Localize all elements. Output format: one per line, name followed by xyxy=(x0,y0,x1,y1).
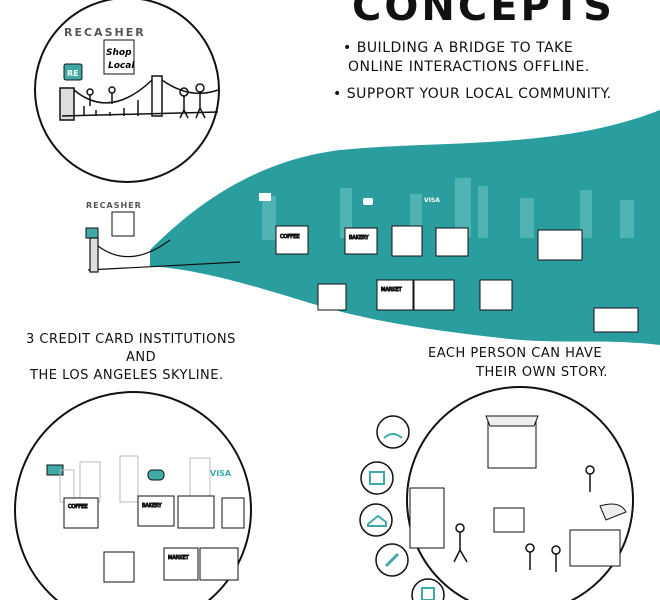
bridge-drawing xyxy=(59,75,219,121)
shop-local-logo: Shop Local xyxy=(103,39,135,75)
bone-icon xyxy=(375,543,409,577)
storefront xyxy=(479,279,513,311)
storefront-circle xyxy=(221,497,245,529)
re-logo-small xyxy=(85,227,99,239)
caption-credit-cards-line3: the Los Angeles skyline. xyxy=(30,368,224,383)
bag-icon xyxy=(411,578,445,600)
gift-icon xyxy=(360,461,394,495)
visa-label-circle: VISA xyxy=(210,469,232,478)
small-bridge xyxy=(87,237,241,273)
shop-local-small xyxy=(111,211,135,237)
ice-cream-sign xyxy=(599,503,627,521)
recasher-logo-text: RECASHER xyxy=(64,26,146,39)
bullet-bridge-line2: online interactions offline. xyxy=(348,59,590,75)
side-shop xyxy=(409,487,445,549)
storefront-circle xyxy=(199,547,239,581)
svg-text:MARKET: MARKET xyxy=(168,555,190,561)
storefront xyxy=(391,225,423,257)
page-title: CONCEPTS xyxy=(352,0,615,30)
market-shop-circle: MARKET xyxy=(163,547,199,581)
caption-credit-cards-line2: and xyxy=(126,350,157,365)
shops-row: COFFEE BAKERY MARKET xyxy=(275,225,639,333)
re-logo-text: RE xyxy=(67,69,79,78)
cart xyxy=(493,507,525,533)
market-shop: MARKET xyxy=(376,279,414,311)
people-group xyxy=(86,83,206,119)
bullet-community: • Support your local community. xyxy=(333,86,612,102)
story-circle xyxy=(406,386,634,600)
storefront xyxy=(413,279,455,311)
svg-text:Shop: Shop xyxy=(106,48,132,58)
credit-card-icon xyxy=(259,193,271,201)
storefront xyxy=(537,229,583,261)
svg-text:COFFEE: COFFEE xyxy=(280,234,300,240)
storefront xyxy=(317,283,347,311)
la-skyline xyxy=(262,178,634,240)
storefront xyxy=(435,227,469,257)
recasher-logo-small: RECASHER xyxy=(86,201,142,210)
bakery-shop-circle: BAKERY xyxy=(137,495,175,527)
bridge-circle: RECASHER RE Shop Local xyxy=(34,0,220,183)
food-truck xyxy=(593,307,639,333)
visa-label: VISA xyxy=(424,197,440,204)
svg-text:MARKET: MARKET xyxy=(381,287,403,293)
story-icons xyxy=(359,415,445,600)
food-truck-circle xyxy=(569,529,621,567)
card-icon-2 xyxy=(147,469,165,481)
mastercard-icon xyxy=(363,198,373,205)
storefront-circle xyxy=(103,551,135,583)
coffee-shop-circle: COFFEE xyxy=(63,497,99,529)
people-circle xyxy=(453,465,595,572)
coffee-shop: COFFEE xyxy=(275,225,309,255)
bakery-shop: BAKERY xyxy=(344,227,378,255)
skyline-circle: VISA COFFEE BAKERY MARKET xyxy=(14,391,252,600)
caption-story-line2: their own story. xyxy=(476,365,608,380)
re-logo-block xyxy=(63,63,83,81)
svg-text:BAKERY: BAKERY xyxy=(142,503,162,509)
svg-text:BAKERY: BAKERY xyxy=(349,235,369,241)
caption-story-line1: Each person can have xyxy=(428,346,603,361)
caption-credit-cards-line1: 3 credit card institutions xyxy=(26,332,236,347)
bullet-bridge-line1: • Building a bridge to take xyxy=(343,40,574,56)
rocking-horse-icon xyxy=(376,415,410,449)
svg-text:Local: Local xyxy=(108,61,135,71)
sneaker-icon xyxy=(359,503,393,537)
svg-text:COFFEE: COFFEE xyxy=(68,504,88,510)
storefront-circle xyxy=(177,495,215,529)
